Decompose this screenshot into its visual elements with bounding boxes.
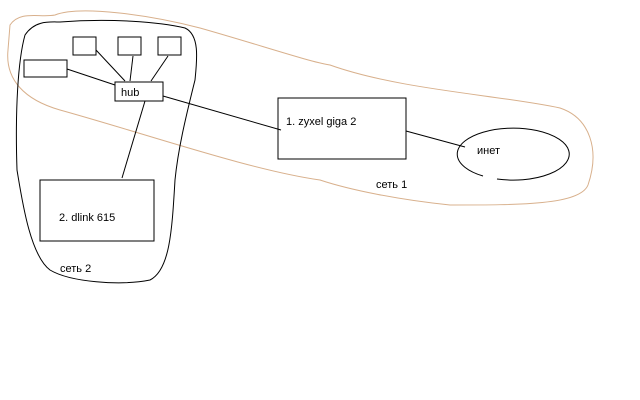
device-box — [23, 59, 68, 78]
device-box — [117, 36, 142, 56]
zone-net1-outline — [7, 10, 594, 206]
zone-net2-label: сеть 2 — [60, 263, 91, 275]
link-zyxel-internet — [405, 130, 466, 148]
dlink-router-box — [39, 179, 155, 242]
hub-label: hub — [121, 87, 139, 99]
link-line — [129, 55, 134, 82]
dlink-router-label: 2. dlink 615 — [59, 212, 115, 224]
zyxel-router-label: 1. zyxel giga 2 — [286, 116, 356, 128]
device-box — [72, 36, 97, 56]
zone-net1-label: сеть 1 — [376, 179, 407, 191]
link-hub-dlink — [121, 100, 146, 179]
link-hub-zyxel — [162, 95, 282, 131]
zone-net2-outline — [15, 19, 198, 284]
link-line — [150, 55, 169, 82]
link-line — [66, 68, 116, 86]
zyxel-router-box — [277, 97, 407, 160]
hub-box — [114, 81, 164, 102]
device-box — [157, 36, 182, 56]
link-line — [95, 49, 126, 82]
internet-label: инет — [477, 145, 500, 157]
internet-ellipse — [456, 127, 570, 181]
